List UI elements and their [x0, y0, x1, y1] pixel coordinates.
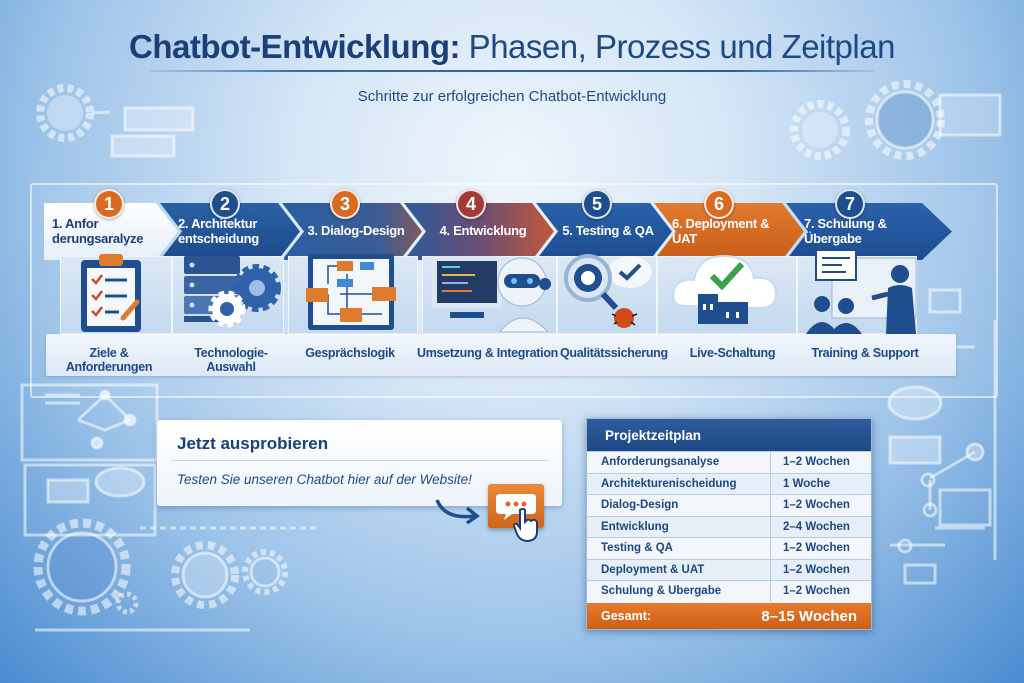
phase-number-3: 3 [330, 189, 360, 219]
phase-caption-5: Qualitätssicherung [560, 346, 668, 360]
timeline-duration: 1–2 Wochen [770, 452, 871, 473]
phase-caption-6: Live-Schaltung [689, 346, 776, 360]
server-gears-icon [184, 256, 281, 328]
phase-caption-bar [46, 334, 956, 376]
magnifier-bug-icon [564, 254, 652, 328]
table-row: Architekturenischeidung 1 Woche [587, 472, 871, 494]
title-divider [150, 70, 874, 72]
table-row: Schulung & Ubergabe 1–2 Wochen [587, 580, 871, 602]
curved-arrow-icon [435, 499, 480, 525]
timeline-duration: 2–4 Wochen [770, 516, 871, 537]
page-title: Chatbot-Entwicklung: Phasen, Prozess und… [0, 28, 1024, 66]
timeline-phase: Architekturenischeidung [601, 477, 737, 490]
project-timeline-table: Projektzeitplan Anforderungsanalyse 1–2 W… [586, 418, 872, 630]
timeline-rows: Anforderungsanalyse 1–2 Wochen Architektu… [587, 451, 871, 602]
page-subtitle: Schritte zur erfolgreichen Chatbot-Entwi… [357, 88, 667, 105]
phase-number-7: 7 [835, 189, 865, 219]
timeline-total-row: Gesamt: 8–15 Wochen [587, 603, 871, 629]
phase-label: 5. Testing & QA [562, 223, 654, 239]
timeline-phase: Schulung & Ubergabe [601, 585, 722, 598]
phase-label: 6. Deployment & UAT [672, 216, 770, 246]
timeline-total-value: 8–15 Wochen [761, 607, 857, 625]
phase-label: 2. Architektur entscheidung [178, 216, 259, 246]
clipboard-checklist-icon [81, 254, 141, 332]
presentation-icon [806, 249, 917, 334]
phase-number-2: 2 [210, 189, 240, 219]
table-row: Deployment & UAT 1–2 Wochen [587, 558, 871, 580]
table-row: Anforderungsanalyse 1–2 Wochen [587, 451, 871, 473]
timeline-duration: 1 Woche [770, 473, 871, 494]
timeline-duration: 1–2 Wochen [770, 559, 871, 580]
phase-chevron-5: 5. Testing & QA [536, 203, 672, 260]
phase-chevron-7: 7. Schulung & Übergabe [786, 203, 952, 260]
timeline-title: Projektzeitplan [587, 419, 871, 451]
phase-caption-4: Umsetzung & Integration [416, 346, 559, 360]
cta-title: Jetzt ausprobieren [177, 434, 329, 453]
flowchart-icon [306, 254, 396, 330]
table-row: Entwicklung 2–4 Wochen [587, 515, 871, 537]
page-title-regular: Phasen, Prozess und Zeitplan [460, 28, 896, 65]
phase-number-6: 6 [704, 189, 734, 219]
cta-divider [171, 460, 548, 461]
phase-number-1: 1 [94, 189, 124, 219]
timeline-phase: Deployment & UAT [601, 563, 705, 576]
table-row: Dialog-Design 1–2 Wochen [587, 494, 871, 516]
phase-caption-1: Ziele & Anforderungen [65, 346, 153, 374]
timeline-phase: Anforderungsanalyse [601, 456, 720, 469]
phase-caption-3: Gesprächslogik [305, 346, 395, 360]
timeline-phase: Dialog-Design [601, 499, 679, 512]
phase-number-5: 5 [582, 189, 612, 219]
table-row: Testing & QA 1–2 Wochen [587, 537, 871, 559]
page-title-bold: Chatbot-Entwicklung: [129, 28, 461, 65]
phase-caption-7: Training & Support [811, 346, 919, 360]
timeline-duration: 1–2 Wochen [770, 495, 871, 516]
phase-chevron-4: 4. Entwicklung [404, 203, 554, 260]
timeline-duration: 1–2 Wochen [770, 538, 871, 559]
timeline-total-label: Gesamt: [601, 609, 652, 623]
phase-caption-2: Technologie-Auswahl [194, 346, 268, 374]
timeline-phase: Testing & QA [601, 542, 673, 555]
timeline-phase: Entwicklung [601, 520, 669, 533]
timeline-duration: 1–2 Wochen [770, 581, 871, 602]
hand-cursor-icon [512, 508, 538, 542]
cloud-check-icon [672, 254, 778, 324]
phase-label: 7. Schulung & Übergabe [804, 216, 887, 246]
cta-text: Testen Sie unseren Chatbot hier auf der … [177, 472, 472, 487]
phase-label: 1. Anfor derungsaralyze [52, 216, 144, 246]
robot-computer-icon [432, 256, 551, 332]
phase-label: 3. Dialog-Design [307, 223, 405, 239]
phase-label: 4. Entwicklung [439, 223, 527, 239]
phase-number-4: 4 [456, 189, 486, 219]
